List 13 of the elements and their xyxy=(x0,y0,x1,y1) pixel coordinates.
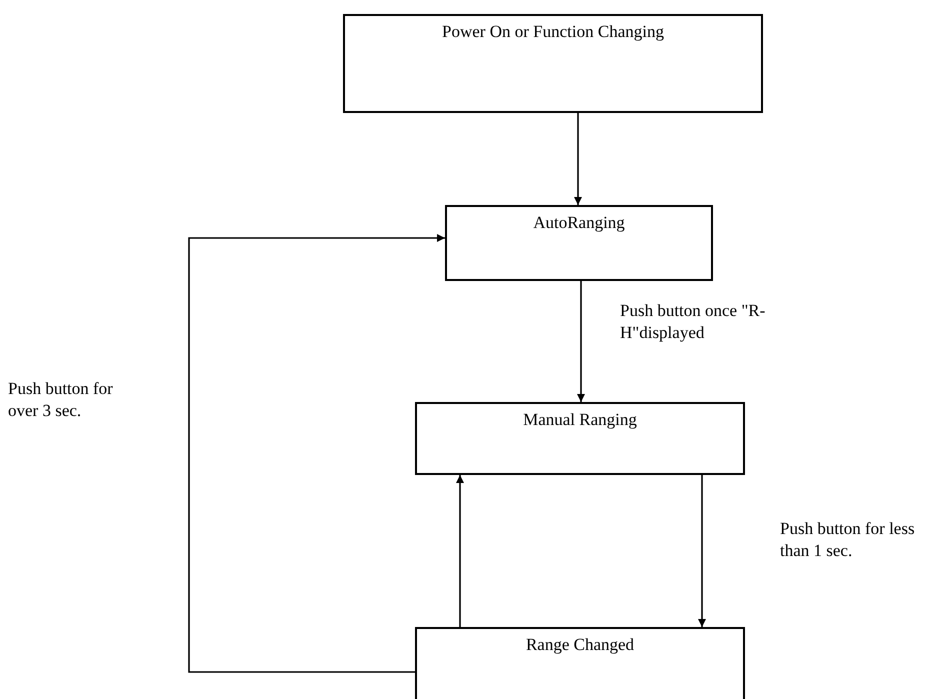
state-label: Manual Ranging xyxy=(522,410,638,430)
state-box xyxy=(415,402,745,475)
state-label: AutoRanging xyxy=(532,213,626,233)
arrow xyxy=(188,234,445,673)
arrow xyxy=(698,475,706,627)
state-box xyxy=(445,205,713,281)
state-box xyxy=(415,627,745,699)
state-label: Range Changed xyxy=(524,635,636,655)
arrow xyxy=(574,113,582,205)
state-box xyxy=(343,14,763,113)
arrow xyxy=(577,281,585,402)
state-label: Power On or Function Changing xyxy=(441,22,665,42)
arrow xyxy=(456,475,464,627)
